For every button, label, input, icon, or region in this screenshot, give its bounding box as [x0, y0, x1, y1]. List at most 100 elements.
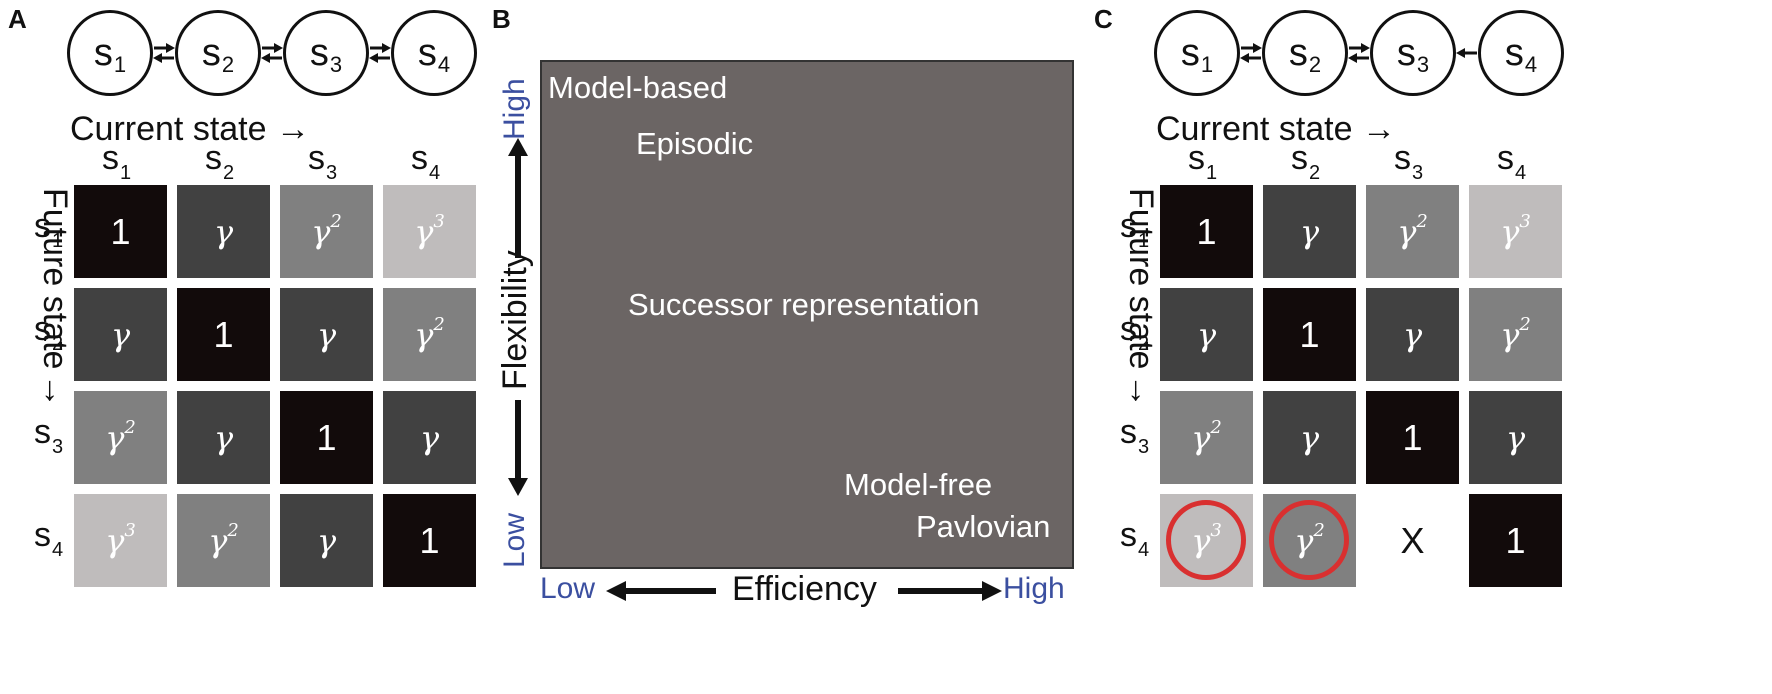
state-symbol: s: [308, 139, 325, 177]
matrix-cell-r3-c4: γ: [1469, 391, 1562, 484]
bidirectional-arrow-icon: [153, 43, 175, 63]
cell-base: γ: [105, 521, 125, 560]
state-index: 1: [113, 52, 127, 77]
cell-base: γ: [419, 418, 440, 457]
bidirectional-arrow-icon: [369, 43, 391, 63]
label-pavlovian: Pavlovian: [916, 509, 1051, 544]
state-symbol: s: [205, 139, 222, 177]
highlight-ring-icon: [1269, 500, 1349, 580]
row-label-2: s2: [34, 310, 63, 355]
right-arrow-icon: →: [275, 110, 310, 148]
state-index: 4: [1138, 539, 1150, 561]
bidirectional-arrow-icon: [1348, 43, 1370, 63]
highlight-ring-icon: [1166, 500, 1246, 580]
matrix-cell-r3-c3: 1: [1366, 391, 1459, 484]
cell-value: γ2: [208, 520, 239, 560]
matrix-cell-r3-c1: γ2: [74, 391, 167, 484]
state-symbol: s: [34, 516, 51, 554]
matrix-cell-r2-c1: γ: [1160, 288, 1253, 381]
cell-base: γ: [316, 521, 337, 560]
cell-value: γ: [1300, 419, 1319, 457]
cell-base: γ: [213, 212, 234, 251]
row-label-3: s3: [1120, 413, 1149, 458]
state-symbol: s: [34, 207, 51, 245]
cell-base: 1: [316, 416, 337, 458]
row-label-1: s1: [1120, 207, 1149, 252]
cell-base: γ: [414, 315, 434, 354]
cell-base: γ: [1402, 315, 1423, 354]
cell-value: γ: [1197, 316, 1216, 354]
cell-value: γ: [214, 419, 233, 457]
cell-base: γ: [1505, 418, 1526, 457]
matrix-cell-r3-c2: γ: [177, 391, 270, 484]
cell-base: γ: [1191, 418, 1211, 457]
cell-base: γ: [213, 418, 234, 457]
state-symbol: s: [1180, 31, 1200, 74]
cell-base: γ: [1500, 212, 1520, 251]
x-high-label: High: [1003, 572, 1065, 605]
label-successor-representation: Successor representation: [628, 287, 980, 322]
column-label-1: s1: [102, 139, 131, 184]
right-arrow-icon: →: [1361, 110, 1396, 148]
matrix-cell-r4-c2: γ2: [177, 494, 270, 587]
cell-base: γ: [1299, 418, 1320, 457]
state-index: 2: [1309, 162, 1321, 184]
cell-base: X: [1400, 519, 1425, 561]
row-label-2: s2: [1120, 310, 1149, 355]
state-index: 3: [329, 52, 343, 77]
cell-base: γ: [1397, 212, 1417, 251]
matrix-cell-r1-c1: 1: [1160, 185, 1253, 278]
cell-exponent: 2: [124, 416, 136, 438]
cell-value: X: [1400, 520, 1424, 562]
matrix-cell-r4-c4: 1: [383, 494, 476, 587]
matrix-cell-r4-c1: γ3: [74, 494, 167, 587]
cell-value: γ: [317, 522, 336, 560]
down-arrow-icon: →: [36, 373, 74, 408]
state-index: 4: [52, 539, 64, 561]
cell-value: 1: [213, 314, 233, 356]
cell-value: γ2: [105, 416, 136, 457]
state-symbol: s: [1288, 31, 1308, 74]
state-symbol: s: [411, 139, 428, 177]
state-index: 1: [1206, 162, 1218, 184]
cell-value: γ2: [1500, 314, 1531, 354]
column-label-1: s1: [1188, 139, 1217, 184]
label-model-based: Model-based: [548, 70, 728, 105]
matrix-cell-r1-c4: γ3: [1469, 185, 1562, 278]
label-model-free: Model-free: [844, 467, 993, 502]
label-episodic: Episodic: [636, 126, 754, 161]
state-symbol: s: [1504, 31, 1524, 74]
matrix-cell-r4-c3: X: [1366, 494, 1459, 587]
state-index: 3: [52, 436, 64, 458]
bidirectional-arrow-icon: [261, 43, 283, 63]
cell-value: γ2: [1191, 417, 1222, 457]
state-symbol: s: [201, 31, 221, 74]
efficiency-arrows-icon: [606, 581, 1002, 601]
cell-value: γ: [420, 419, 439, 457]
matrix-cell-r4-c1: γ3: [1160, 494, 1253, 587]
cell-value: γ: [214, 213, 233, 251]
state-symbol: s: [417, 31, 437, 74]
cell-base: γ: [414, 212, 434, 251]
column-label-3: s3: [308, 139, 337, 184]
cell-base: 1: [1505, 519, 1526, 561]
state-index: 2: [221, 52, 235, 77]
state-index: 4: [429, 162, 441, 184]
state-symbol: s: [102, 139, 119, 177]
cell-base: γ: [110, 315, 131, 354]
cell-value: γ2: [414, 314, 445, 354]
matrix-cell-r2-c1: γ: [74, 288, 167, 381]
cell-base: γ: [311, 212, 331, 251]
state-index: 3: [1412, 162, 1424, 184]
matrix-cell-r3-c4: γ: [383, 391, 476, 484]
state-index: 3: [1138, 436, 1150, 458]
state-symbol: s: [1497, 139, 1514, 177]
matrix-cell-r3-c3: 1: [280, 391, 373, 484]
panel-c-letter: C: [1094, 4, 1113, 34]
matrix-cell-r2-c3: γ: [1366, 288, 1459, 381]
